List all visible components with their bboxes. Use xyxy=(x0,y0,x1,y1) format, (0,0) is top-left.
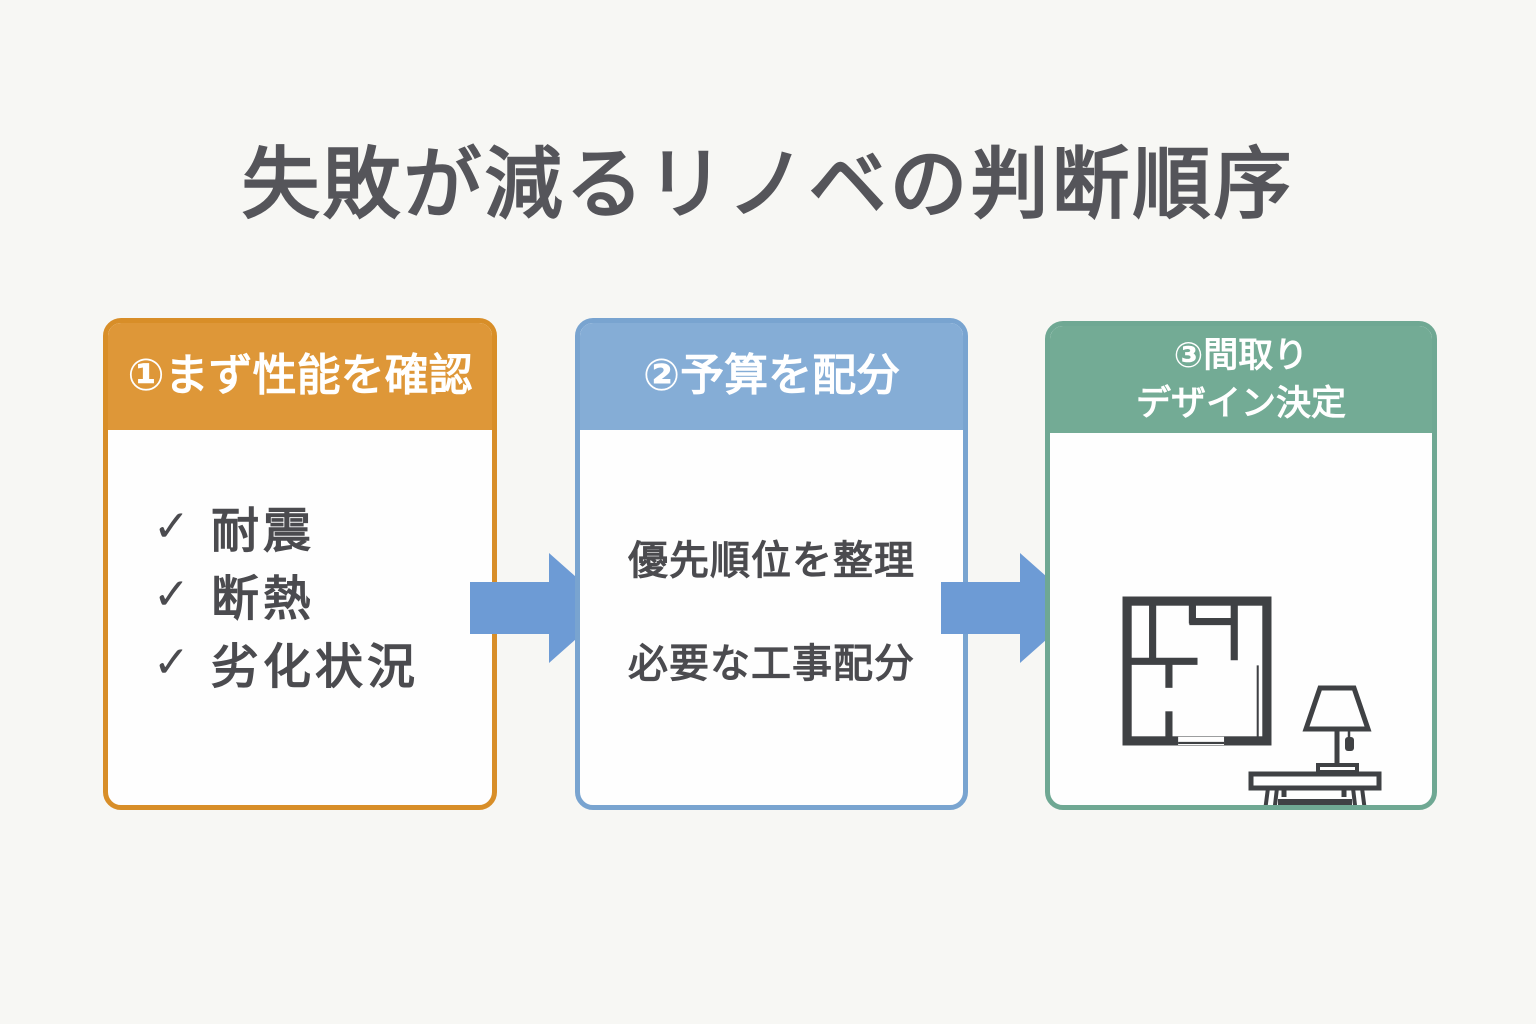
step3-header-line1: ③間取り xyxy=(1173,336,1309,376)
step-card-layout-design: ③間取り デザイン決定 xyxy=(1045,321,1437,810)
checkmark-icon: ✓ xyxy=(153,501,190,551)
step2-header-label: ②予算を配分 xyxy=(642,351,901,401)
checkmark-icon: ✓ xyxy=(153,569,190,619)
step-card-budget: ②予算を配分 優先順位を整理 必要な工事配分 xyxy=(575,318,968,810)
step3-header-line2: デザイン決定 xyxy=(1135,383,1346,423)
checklist-item: ✓ 耐震 xyxy=(153,501,492,559)
checklist-item: ✓ 断熱 xyxy=(153,569,492,627)
checklist-label: 劣化状況 xyxy=(211,641,420,694)
checklist-label: 耐震 xyxy=(211,505,316,558)
step3-header: ③間取り デザイン決定 xyxy=(1050,326,1432,433)
step1-header: ①まず性能を確認 xyxy=(108,323,492,430)
performance-checklist: ✓ 耐震 ✓ 断熱 ✓ 劣化状況 xyxy=(108,430,492,805)
table-lamp-icon xyxy=(1248,685,1382,805)
step1-header-label: ①まず性能を確認 xyxy=(127,351,473,401)
floor-plan-icon xyxy=(1122,596,1272,746)
page-title: 失敗が減るリノベの判断順序 xyxy=(241,140,1295,228)
checklist-label: 断熱 xyxy=(211,573,316,626)
layout-illustration-area xyxy=(1050,433,1432,805)
step2-header: ②予算を配分 xyxy=(580,323,963,430)
step-card-performance: ①まず性能を確認 ✓ 耐震 ✓ 断熱 ✓ 劣化状況 xyxy=(103,318,497,810)
budget-notes: 優先順位を整理 必要な工事配分 xyxy=(580,430,963,805)
checklist-item: ✓ 劣化状況 xyxy=(153,637,492,695)
checkmark-icon: ✓ xyxy=(153,637,190,687)
budget-line: 必要な工事配分 xyxy=(628,642,915,686)
budget-line: 優先順位を整理 xyxy=(628,539,915,583)
